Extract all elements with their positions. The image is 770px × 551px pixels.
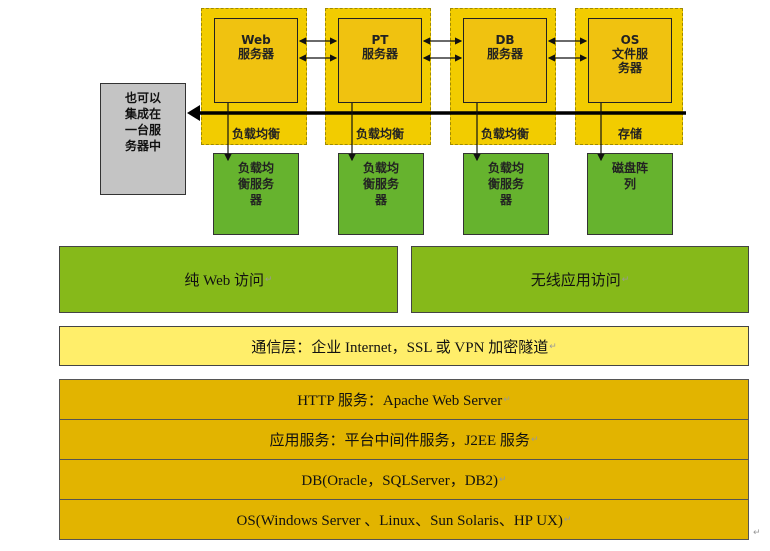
pt-lb-line-3: 器	[374, 193, 387, 207]
paragraph-mark: ↵	[503, 394, 511, 404]
paragraph-mark: ↵	[621, 274, 630, 284]
database-text: DB(Oracle，SQLServer，DB2)	[301, 473, 499, 489]
db-server-name: DB	[495, 33, 515, 47]
disk-array: 磁盘阵列	[587, 153, 673, 235]
web-load-balancer-server: 负载均衡服务器	[213, 153, 299, 235]
pt-lb-line-2: 衡服务	[362, 177, 399, 191]
pt-load-balance-label: 负载均衡	[355, 127, 404, 141]
communication-layer-text: 通信层：企业 Internet，SSL 或 VPN 加密隧道	[251, 339, 549, 356]
os-server-desc-2: 务器	[617, 61, 642, 75]
integration-note-line-1: 也可以	[124, 91, 161, 105]
paragraph-mark: ↵	[563, 514, 572, 524]
http-service-layer: HTTP 服务：Apache Web Server↵	[59, 379, 749, 420]
pure-web-access-box: 纯 Web 访问↵	[59, 246, 398, 313]
wireless-access-box: 无线应用访问↵	[411, 246, 749, 313]
pt-load-balancer-server: 负载均衡服务器	[338, 153, 424, 235]
communication-layer-box: 通信层：企业 Internet，SSL 或 VPN 加密隧道↵	[59, 326, 749, 366]
db-load-balance-label: 负载均衡	[480, 127, 529, 141]
web-lb-line-2: 衡服务	[237, 177, 274, 191]
operating-system-layer: OS(Windows Server 、Linux、Sun Solaris、HP …	[59, 499, 749, 540]
web-server-desc: 服务器	[237, 47, 274, 61]
disk-array-line-1: 磁盘阵	[611, 161, 648, 175]
web-load-balance-label: 负载均衡	[231, 127, 280, 141]
db-lb-line-1: 负载均	[487, 161, 524, 175]
trailing-paragraph-mark: ↵	[753, 528, 761, 538]
application-service-text: 应用服务：平台中间件服务，J2EE 服务	[269, 433, 530, 449]
integration-note-line-2: 集成在	[124, 107, 161, 121]
database-layer: DB(Oracle，SQLServer，DB2)↵	[59, 459, 749, 500]
disk-array-line-2: 列	[623, 177, 636, 191]
integration-note-box: 也可以 集成在 一台服 务器中	[100, 83, 186, 195]
wireless-access-text: 无线应用访问	[530, 273, 621, 289]
web-server-name: Web	[241, 33, 271, 47]
pt-server-desc: 服务器	[361, 47, 398, 61]
integration-note-line-3: 一台服	[124, 123, 161, 137]
operating-system-text: OS(Windows Server 、Linux、Sun Solaris、HP …	[236, 513, 563, 529]
os-server-name: OS	[620, 33, 640, 47]
paragraph-mark: ↵	[265, 274, 273, 284]
os-server-desc-1: 文件服	[611, 47, 648, 61]
pure-web-access-text: 纯 Web 访问	[184, 273, 265, 289]
http-service-text: HTTP 服务：Apache Web Server	[297, 393, 503, 409]
pt-server-name: PT	[371, 33, 389, 47]
vertical-arrows	[224, 103, 605, 162]
paragraph-mark: ↵	[499, 474, 507, 484]
db-server-desc: 服务器	[486, 47, 523, 61]
db-lb-line-2: 衡服务	[487, 177, 524, 191]
paragraph-mark: ↵	[530, 434, 539, 444]
integration-arrowhead	[187, 105, 200, 121]
integration-note-line-4: 务器中	[124, 139, 161, 153]
db-lb-line-3: 器	[499, 193, 512, 207]
db-load-balancer-server: 负载均衡服务器	[463, 153, 549, 235]
server-link-arrows	[298, 37, 588, 62]
storage-label: 存储	[617, 127, 642, 141]
web-lb-line-3: 器	[249, 193, 262, 207]
web-lb-line-1: 负载均	[237, 161, 274, 175]
pt-lb-line-1: 负载均	[362, 161, 399, 175]
paragraph-mark: ↵	[549, 340, 557, 351]
application-service-layer: 应用服务：平台中间件服务，J2EE 服务↵	[59, 419, 749, 460]
